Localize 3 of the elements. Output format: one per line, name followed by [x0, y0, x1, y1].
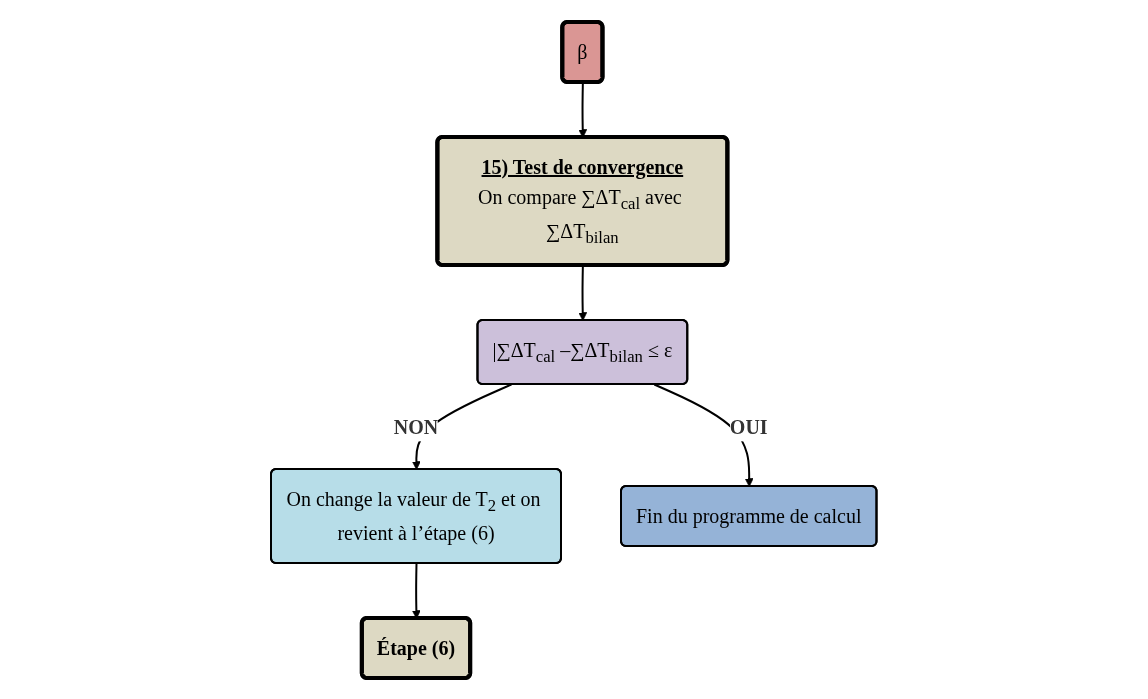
edge-label: OUI	[730, 415, 768, 437]
arrow	[578, 264, 588, 321]
edge-label: NON	[394, 415, 439, 437]
